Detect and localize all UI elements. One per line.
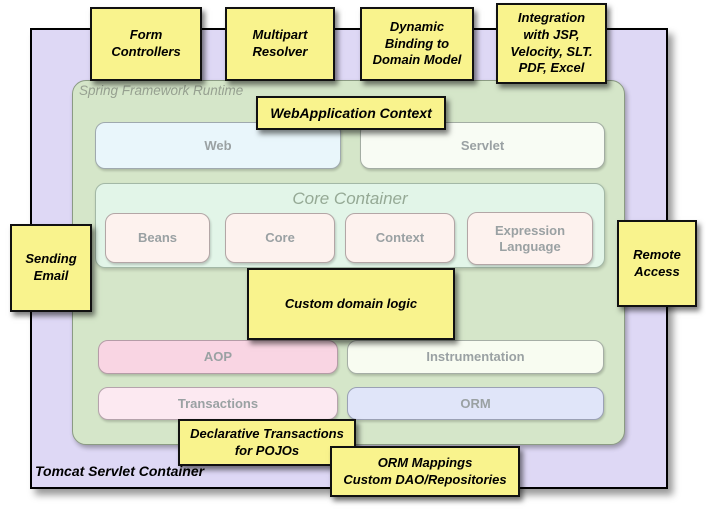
note-multipart-resolver: Multipart Resolver: [225, 7, 335, 81]
note-remote-access: Remote Access: [617, 220, 697, 307]
aop-module: AOP: [98, 340, 338, 374]
note-custom-domain-logic: Custom domain logic: [247, 268, 455, 340]
web-module: Web: [95, 122, 341, 169]
spring-runtime-label: Spring Framework Runtime: [79, 83, 244, 98]
note-form-controllers: Form Controllers: [90, 7, 202, 81]
transactions-module: Transactions: [98, 387, 338, 420]
context-module: Context: [345, 213, 455, 263]
instrumentation-module: Instrumentation: [347, 340, 604, 374]
note-orm-mappings: ORM Mappings Custom DAO/Repositories: [330, 446, 520, 497]
beans-module: Beans: [105, 213, 210, 263]
note-sending-email: Sending Email: [10, 224, 92, 312]
note-integration-views: Integration with JSP, Velocity, SLT. PDF…: [496, 3, 607, 84]
note-declarative-transactions: Declarative Transactions for POJOs: [178, 419, 356, 466]
note-webapplication-context: WebApplication Context: [256, 96, 446, 130]
tomcat-container-label: Tomcat Servlet Container: [35, 463, 205, 479]
core-container-label: Core Container: [292, 189, 408, 208]
note-dynamic-binding: Dynamic Binding to Domain Model: [360, 7, 474, 81]
core-module: Core: [225, 213, 335, 263]
expression-language-module: Expression Language: [467, 212, 593, 265]
orm-module: ORM: [347, 387, 604, 420]
